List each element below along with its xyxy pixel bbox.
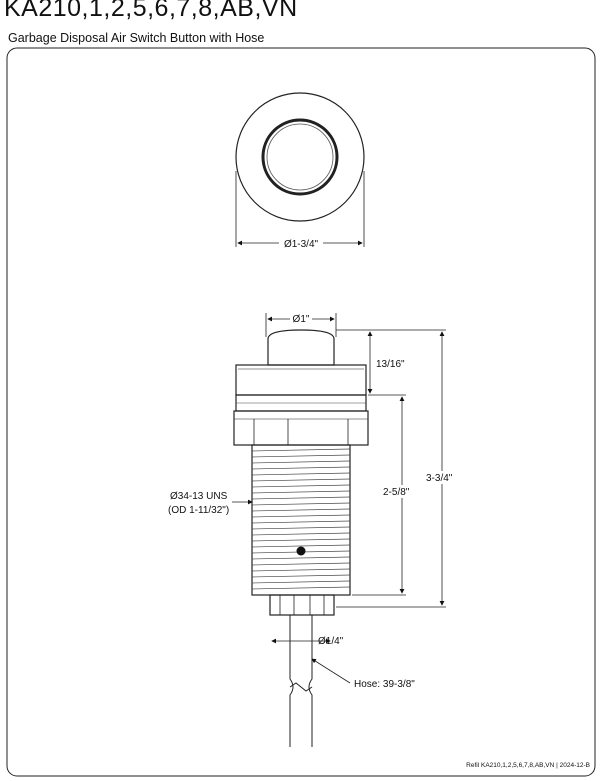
thread-lines [251,448,351,590]
vent-hole [296,546,306,556]
cap-height-label: 13/16" [376,359,405,370]
hose-length-leader [311,658,351,684]
top-view: Ø1-3/4" [235,92,365,250]
drawing-frame: Ø1-3/4" Ø1" [6,47,596,777]
hose-length-label: Hose: 39-3/8" [354,679,415,690]
side-view: Ø1" [168,312,460,747]
push-button-cap [267,329,335,366]
top-view-inner-circle [261,118,339,196]
overall-height-label: 3-3/4" [426,473,453,484]
thread-length-label: 2-5/8" [383,487,410,498]
thread-od-label: (OD 1-11/32") [168,505,229,516]
flange-top [235,364,367,396]
thread-spec-label: Ø34-13 UNS [170,491,228,502]
model-number-title: KA210,1,2,5,6,7,8,AB,VN [4,0,298,22]
top-view-outer-circle [235,92,365,222]
border-frame [6,47,596,777]
drawing-reference: Refil KA210,1,2,5,6,7,8,AB,VN | 2024-12-… [466,762,590,769]
hose-diameter-label: Ø1/4" [318,636,344,647]
product-description: Garbage Disposal Air Switch Button with … [8,31,265,45]
hose-fitting [269,594,335,616]
top-view-ring [266,123,334,191]
air-hose [289,615,313,747]
top-view-diameter-label: Ø1-3/4" [284,239,319,250]
button-diameter-label: Ø1" [293,314,310,325]
